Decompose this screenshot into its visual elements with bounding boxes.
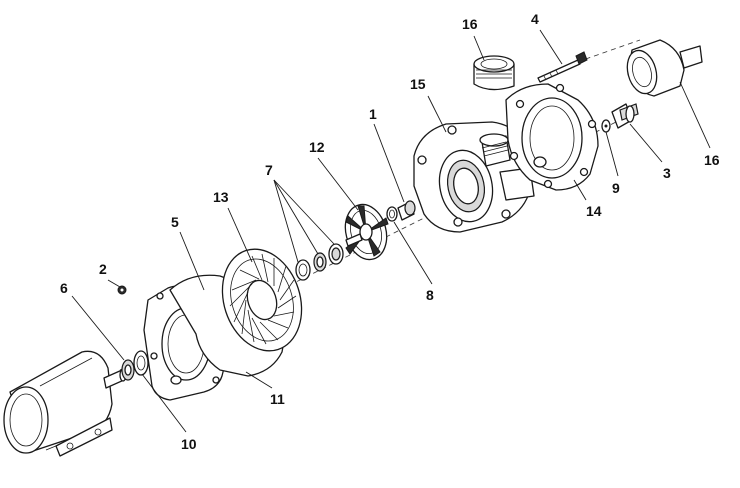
diffuser-13	[221, 248, 303, 352]
callout-8: 8	[426, 287, 434, 303]
ring-10	[133, 350, 149, 376]
washer-set-7	[295, 243, 344, 281]
bolt-4	[537, 51, 588, 83]
callout-15: 15	[410, 76, 426, 92]
o-ring-8	[386, 206, 398, 222]
callout-3: 3	[663, 165, 671, 181]
union-fitting-16-top	[473, 55, 515, 91]
callout-6: 6	[60, 280, 68, 296]
callout-5: 5	[171, 214, 179, 230]
callout-10: 10	[181, 436, 197, 452]
shaft-seal-6	[121, 359, 135, 381]
callout-2: 2	[99, 261, 107, 277]
callout-13: 13	[213, 189, 229, 205]
callout-1: 1	[369, 106, 377, 122]
callout-7: 7	[265, 162, 273, 178]
motor	[3, 350, 127, 457]
nut-2	[117, 285, 127, 295]
callout-14: 14	[586, 203, 602, 219]
union-fitting-16-right	[626, 39, 703, 97]
callout-16-top: 16	[462, 16, 478, 32]
callout-4: 4	[531, 11, 539, 27]
impeller-12	[344, 203, 389, 261]
drain-plug-3	[611, 103, 639, 129]
callout-9: 9	[612, 180, 620, 196]
callout-labels: 1 2 3 4 5 6 7 8 9 10 11 12 13 14 15 16 1…	[60, 11, 720, 452]
cover-plate-14	[505, 83, 599, 191]
washer-9	[601, 119, 611, 133]
callout-11: 11	[270, 391, 285, 407]
insert-1	[397, 200, 416, 221]
callout-12: 12	[309, 139, 325, 155]
callout-16-right: 16	[704, 152, 720, 168]
pump-housing-15	[413, 121, 535, 233]
leader-lines	[71, 29, 711, 433]
